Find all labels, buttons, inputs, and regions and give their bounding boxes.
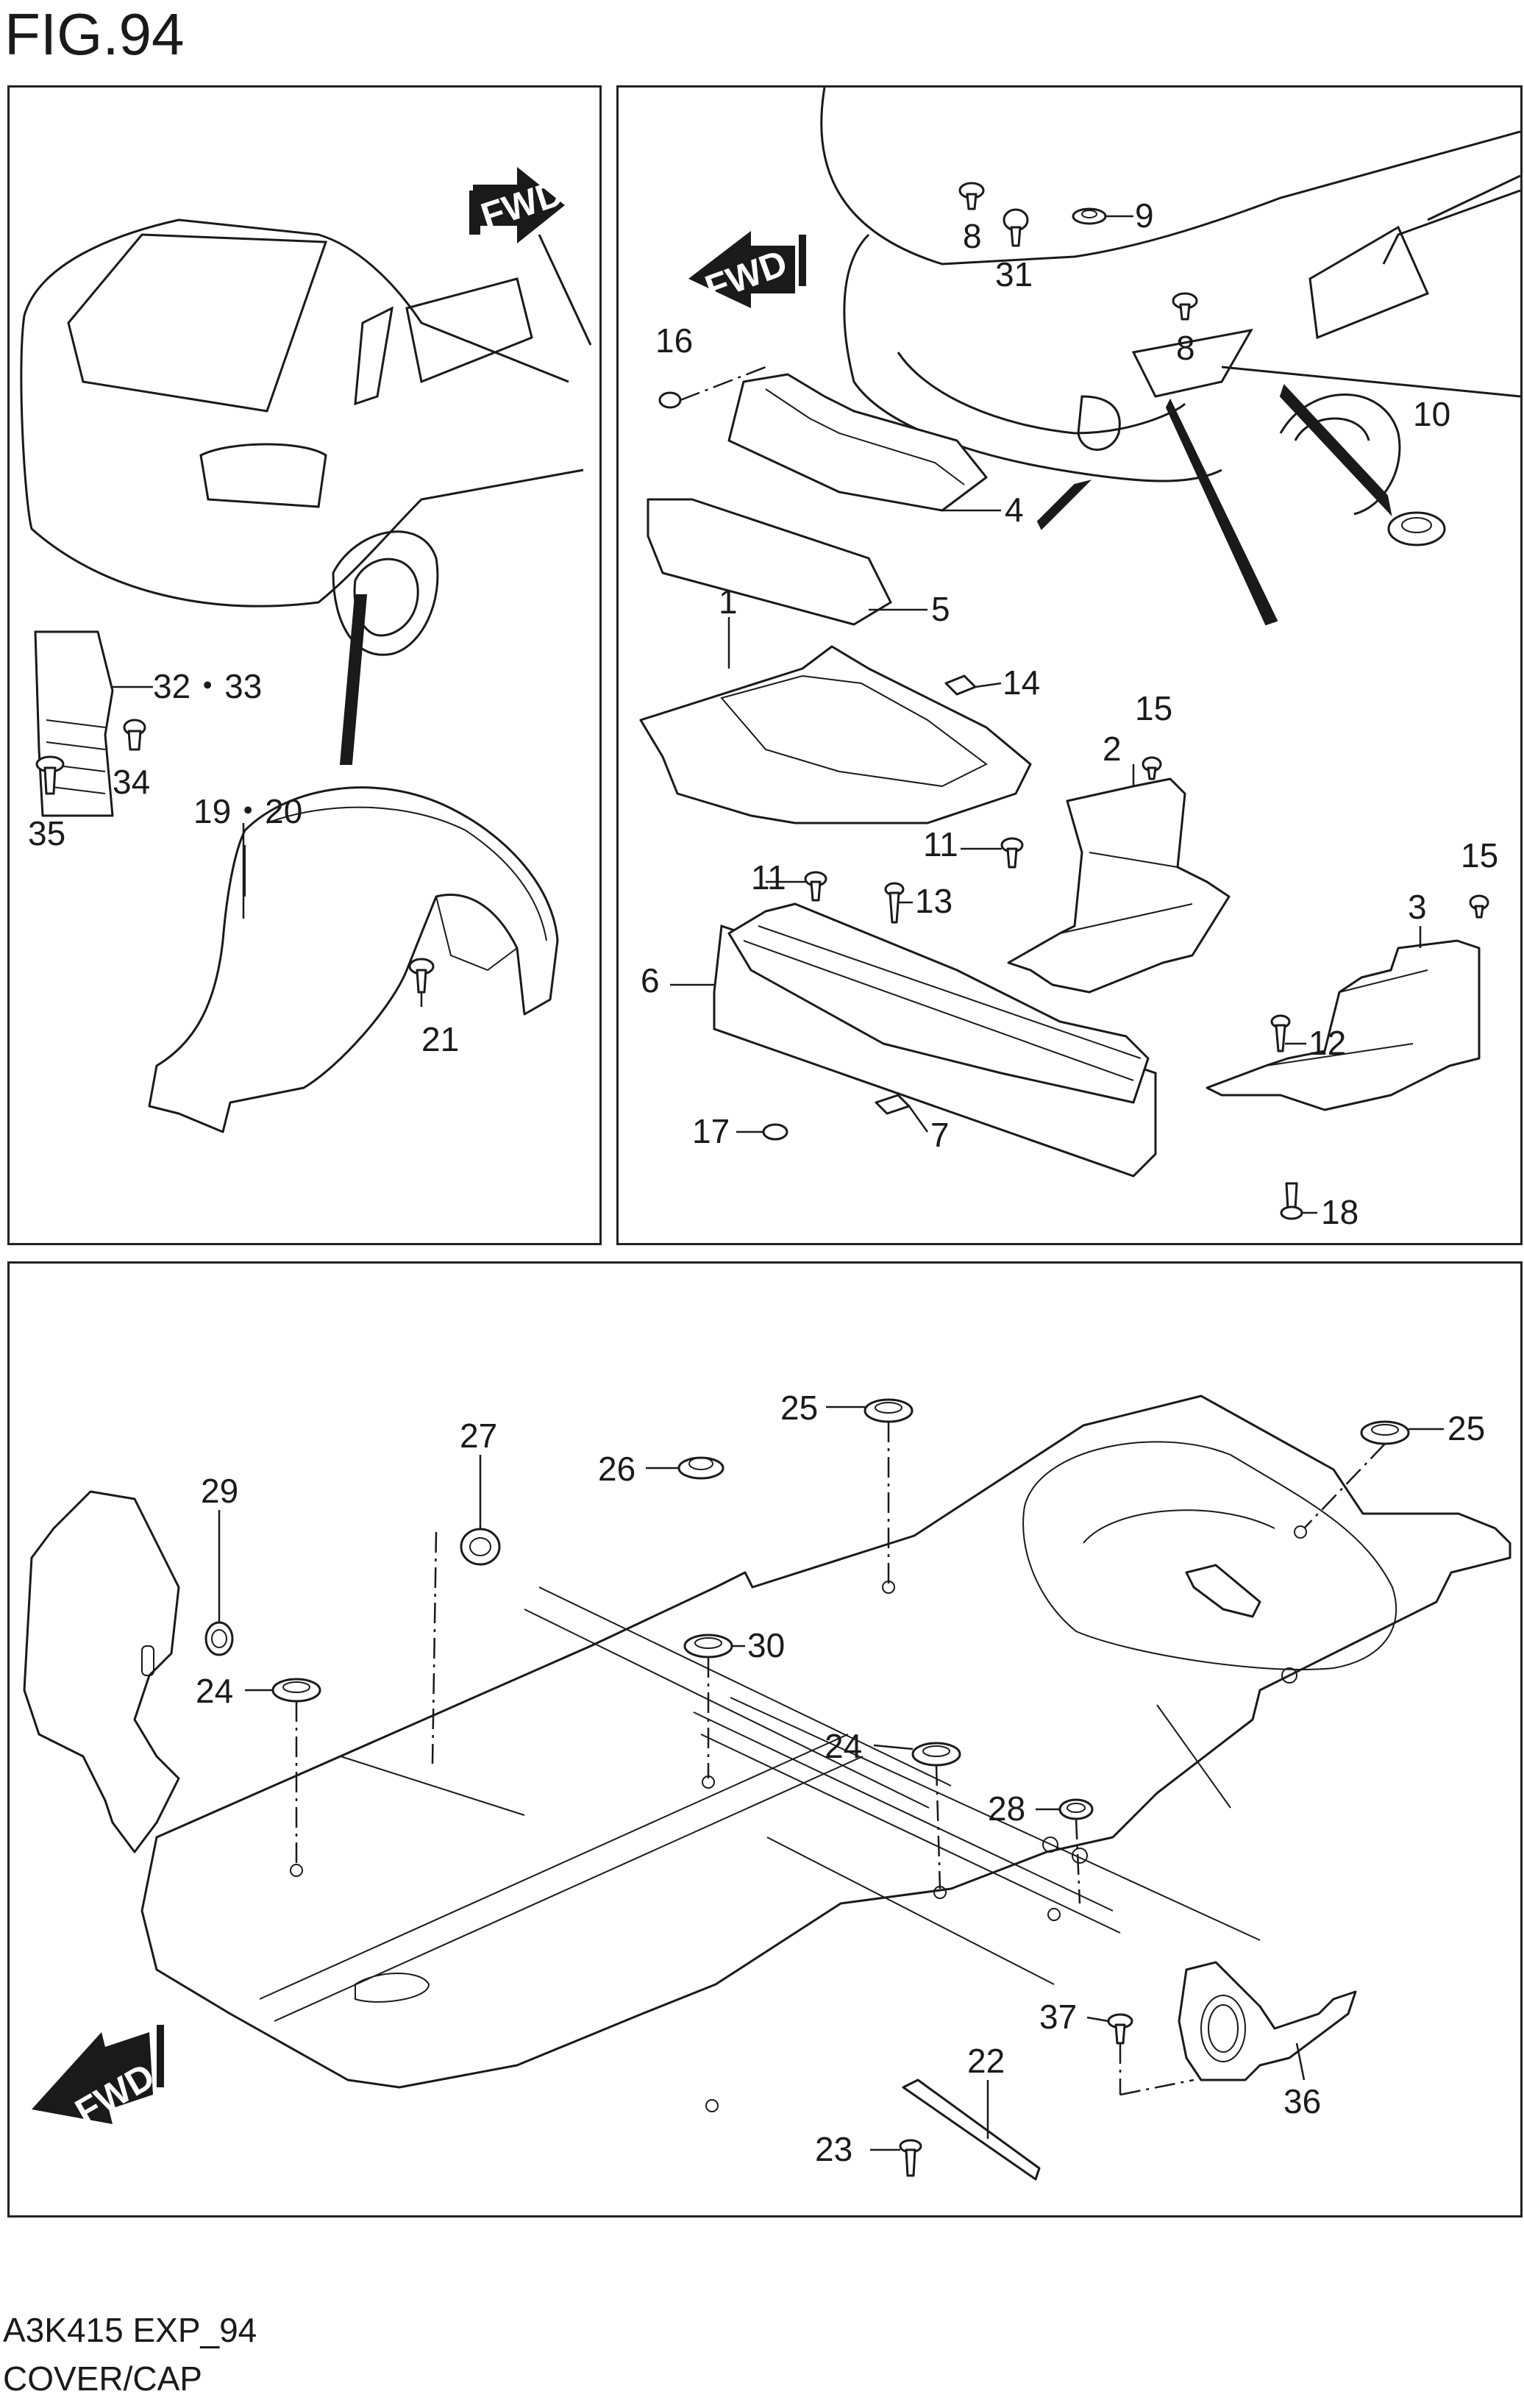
grommet-27	[431, 1528, 501, 1764]
panel-floor-undercover: FWD	[7, 1261, 1523, 2218]
grommet-25a	[864, 1398, 914, 1594]
bolt-37	[1107, 2013, 1194, 2096]
panel-fender-liner: FWD	[7, 85, 602, 1245]
screw-35	[35, 755, 65, 795]
fwd-arrow-left: FWD	[688, 231, 806, 309]
screw-12	[1270, 1014, 1306, 1052]
engine-undercover-1	[639, 617, 1032, 824]
cap-10	[1387, 511, 1446, 546]
bolt-11a	[766, 871, 827, 902]
clip-17	[736, 1123, 788, 1141]
callout-8b: 8	[1176, 329, 1195, 367]
floor-undercover-drawing: FWD	[23, 1389, 1511, 2181]
side-cover-2	[1007, 764, 1231, 994]
fender-liner-19-20	[148, 786, 559, 1133]
callout-26: 26	[598, 1450, 635, 1488]
callout-1: 1	[719, 583, 738, 621]
callout-7: 7	[930, 1116, 950, 1154]
callout-15a: 15	[1135, 689, 1172, 727]
side-panel-left	[23, 1490, 180, 1853]
floor-undercover	[140, 1394, 1511, 2112]
bracket-36	[1178, 1961, 1357, 2081]
side-cover-3	[1206, 926, 1481, 1111]
deflector-5	[647, 498, 927, 626]
grommet-24b	[911, 1742, 961, 1899]
callout-5: 5	[931, 590, 950, 628]
fwd-arrow-right: FWD	[469, 167, 569, 243]
car-rear-outline	[20, 218, 592, 765]
callout-9: 9	[1135, 196, 1154, 235]
callout-18: 18	[1321, 1193, 1359, 1231]
callout-30: 30	[747, 1626, 785, 1664]
callout-21: 21	[421, 1020, 459, 1058]
callout-24b: 24	[825, 1727, 862, 1765]
callout-35: 35	[28, 814, 65, 852]
grommet-28	[1058, 1798, 1094, 1904]
callout-25a: 25	[780, 1389, 818, 1427]
panel-front-under-covers: FWD	[616, 85, 1523, 1245]
callout-19-20: 19・20	[193, 792, 302, 830]
clip-34	[123, 719, 146, 751]
screw-16	[658, 366, 766, 409]
callout-17: 17	[692, 1112, 730, 1150]
bolt-15a	[1142, 756, 1162, 780]
grommet-9	[1072, 207, 1133, 225]
grommet-29	[204, 1621, 234, 1656]
callout-10: 10	[1413, 395, 1450, 433]
drawing-code: A3K415 EXP_94	[3, 2311, 257, 2349]
bolt-18	[1280, 1182, 1317, 1220]
callout-2: 2	[1103, 730, 1122, 768]
callout-15b: 15	[1461, 836, 1498, 874]
figure-title: FIG.94	[4, 1, 185, 67]
grommet-25b	[1294, 1420, 1410, 1539]
clip-8a	[958, 182, 985, 210]
clip-31	[1003, 208, 1029, 247]
callout-22: 22	[967, 2042, 1005, 2080]
clip-7	[875, 1094, 929, 1133]
clip-14	[944, 674, 1002, 696]
callout-4: 4	[1005, 491, 1024, 529]
bolt-11b	[961, 837, 1024, 869]
callout-23: 23	[815, 2130, 852, 2168]
bolt-15b	[1469, 894, 1489, 919]
drawing-name: COVER/CAP	[3, 2359, 202, 2398]
callout-36: 36	[1283, 2082, 1321, 2120]
callout-11b: 11	[923, 825, 958, 863]
callout-24a: 24	[196, 1672, 233, 1710]
front-under-cover-drawing: FWD	[639, 88, 1520, 1231]
callout-29: 29	[201, 1472, 238, 1510]
deflector-4	[727, 373, 1001, 512]
callout-32-33: 32・33	[153, 667, 262, 705]
callout-14: 14	[1003, 663, 1040, 702]
callout-25b: 25	[1448, 1409, 1485, 1447]
callout-12: 12	[1308, 1024, 1346, 1062]
callout-27: 27	[460, 1417, 497, 1455]
callout-34: 34	[113, 763, 150, 801]
clip-21	[408, 958, 435, 1007]
screw-23	[870, 2139, 922, 2177]
strip-22	[902, 2078, 1041, 2181]
callout-31: 31	[995, 255, 1033, 293]
callout-3: 3	[1408, 888, 1427, 926]
grommet-26	[677, 1456, 724, 1480]
callout-11a: 11	[751, 858, 786, 897]
callout-8a: 8	[963, 217, 982, 255]
clip-8b	[1172, 292, 1198, 321]
callout-13: 13	[915, 882, 952, 920]
fwd-arrow-bottom: FWD	[32, 2025, 164, 2133]
callout-37: 37	[1039, 1998, 1077, 2036]
callout-6: 6	[641, 961, 660, 1000]
callout-28: 28	[988, 1789, 1025, 1828]
front-undercover-6	[670, 902, 1157, 1178]
screw-13	[884, 882, 913, 924]
fender-liner-drawing: FWD	[20, 167, 592, 1133]
callout-16: 16	[655, 321, 693, 360]
